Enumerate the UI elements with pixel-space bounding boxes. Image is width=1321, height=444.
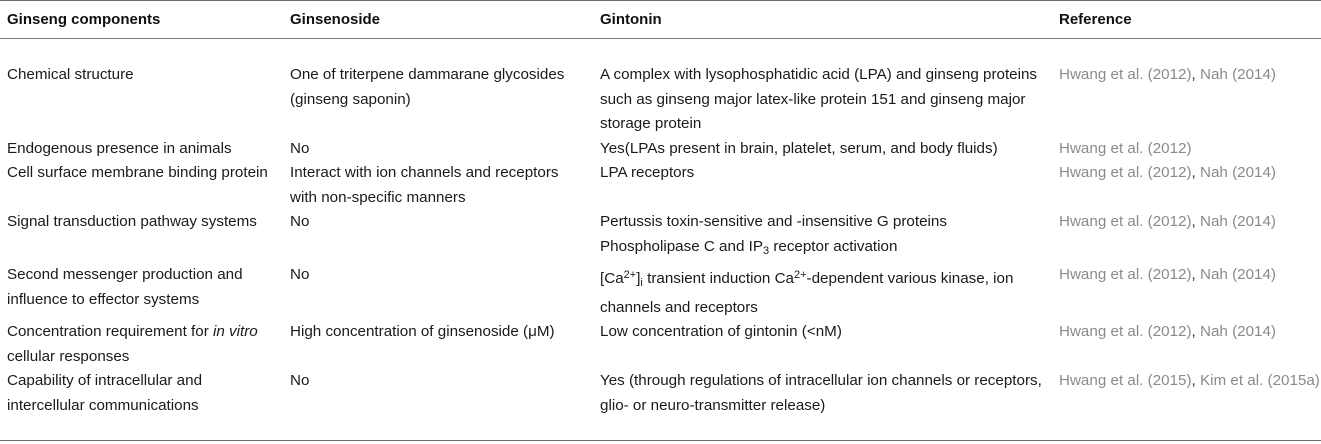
cell-component: Second messenger production and influenc… (7, 266, 243, 308)
cell-component: Capability of intracellular and intercel… (7, 372, 203, 414)
cell-gintonin: A complex with lysophosphatidic acid (LP… (600, 66, 1038, 132)
reference-link[interactable]: Nah (2014) (1200, 164, 1276, 181)
gintonin-text: -dependent various kinase, ion channels … (600, 270, 1014, 316)
cell-gintonin: Yes(LPAs present in brain, platelet, ser… (600, 139, 998, 157)
gintonin-text: receptor activation (769, 237, 898, 255)
table-row: Signal transduction pathway systems No P… (0, 210, 1321, 263)
cell-ginsenoside: No (290, 266, 310, 283)
cell-reference: Hwang et al. (2015), Kim et al. (2015a) (1059, 372, 1320, 389)
table-row: Endogenous presence in animals No Yes(LP… (0, 137, 1321, 162)
cell-reference: Hwang et al. (2012), Nah (2014) (1059, 266, 1276, 283)
reference-link[interactable]: Nah (2014) (1200, 323, 1276, 340)
cell-component: Chemical structure (7, 66, 134, 83)
reference-link[interactable]: Hwang et al. (2012) (1059, 66, 1192, 83)
cell-ginsenoside: Interact with ion channels and receptors… (290, 164, 559, 206)
cell-reference: Hwang et al. (2012), Nah (2014) (1059, 213, 1276, 230)
gintonin-text: Phospholipase C and IP (600, 237, 763, 255)
header-row: Ginseng components Ginsenoside Gintonin … (0, 0, 1321, 38)
cell-ginsenoside: No (290, 139, 310, 157)
table-row: Chemical structure One of triterpene dam… (0, 38, 1321, 137)
cell-ginsenoside: No (290, 372, 310, 389)
subscript: i (640, 277, 643, 289)
table-row: Capability of intracellular and intercel… (0, 369, 1321, 418)
reference-link[interactable]: Kim et al. (2015a) (1200, 372, 1320, 389)
reference-link[interactable]: Nah (2014) (1200, 213, 1276, 230)
table-row: Cell surface membrane binding protein In… (0, 161, 1321, 210)
cell-component: Endogenous presence in animals (7, 139, 232, 157)
header-ginseng-components: Ginseng components (7, 10, 161, 28)
cell-reference: Hwang et al. (2012), Nah (2014) (1059, 164, 1276, 181)
bottom-rule (0, 440, 1321, 441)
cell-gintonin: Yes (through regulations of intracellula… (600, 372, 1042, 414)
reference-link[interactable]: Nah (2014) (1200, 266, 1276, 283)
subscript: 3 (762, 244, 770, 257)
header-reference: Reference (1059, 10, 1132, 28)
table-row: Concentration requirement for in vitro c… (0, 320, 1321, 369)
reference-link[interactable]: Nah (2014) (1200, 66, 1276, 83)
header-gintonin: Gintonin (600, 10, 662, 28)
cell-gintonin: [Ca2+]i transient induction Ca2+-depende… (593, 263, 1055, 320)
cell-ginsenoside: No (290, 213, 310, 230)
top-rule (0, 0, 1321, 1)
gintonin-text: ] (636, 270, 641, 287)
cell-component: Cell surface membrane binding protein (7, 164, 268, 181)
gintonin-line: Pertussis toxin-sensitive and -insensiti… (600, 213, 947, 230)
superscript: 2+ (623, 269, 637, 281)
cell-reference: Hwang et al. (2012), Nah (2014) (1059, 323, 1276, 340)
cell-component: Concentration requirement for in vitro c… (0, 320, 283, 369)
header-rule (0, 38, 1321, 39)
reference-link[interactable]: Hwang et al. (2015) (1059, 372, 1192, 389)
cell-reference: Hwang et al. (2012) (1055, 137, 1321, 162)
cell-ginsenoside: High concentration of ginsenoside (μM) (290, 323, 555, 340)
cell-gintonin: Pertussis toxin-sensitive and -insensiti… (593, 210, 1055, 263)
component-text: Concentration requirement for (7, 323, 213, 340)
reference-link[interactable]: Hwang et al. (2012) (1059, 164, 1192, 181)
gintonin-text: [Ca (600, 270, 624, 287)
component-italic: in vitro (212, 323, 258, 340)
superscript: 2+ (794, 269, 807, 281)
gintonin-text: transient induction Ca (642, 270, 794, 287)
cell-ginsenoside: One of triterpene dammarane glycosides (… (290, 66, 565, 108)
table-row: Second messenger production and influenc… (0, 263, 1321, 320)
reference-link[interactable]: Hwang et al. (2012) (1059, 213, 1192, 230)
cell-component: Signal transduction pathway systems (7, 213, 257, 230)
reference-link[interactable]: Hwang et al. (2012) (1059, 323, 1192, 340)
ginseng-comparison-table: Ginseng components Ginsenoside Gintonin … (0, 0, 1321, 418)
component-text: cellular responses (7, 347, 130, 365)
header-ginsenoside: Ginsenoside (290, 10, 381, 28)
cell-gintonin: Low concentration of gintonin (<nM) (600, 323, 842, 340)
reference-link[interactable]: Hwang et al. (2012) (1059, 266, 1192, 283)
cell-reference: Hwang et al. (2012), Nah (2014) (1059, 66, 1276, 83)
reference-link[interactable]: Hwang et al. (2012) (1059, 139, 1192, 157)
cell-gintonin: LPA receptors (600, 164, 695, 181)
